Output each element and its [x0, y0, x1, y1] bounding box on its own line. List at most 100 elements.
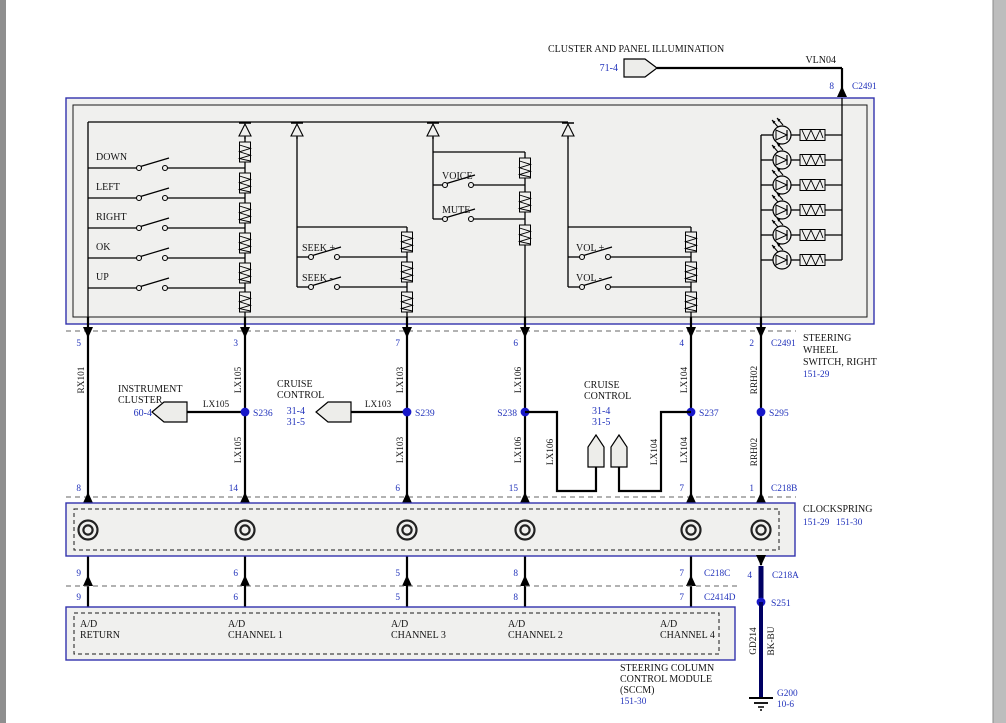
- wire-label: LX106: [546, 438, 556, 465]
- connector-c218b-row: 8 14 6 15 7 1 C218B: [66, 484, 797, 503]
- connector-c2491-top: C2491: [852, 82, 877, 92]
- component-label: WHEEL: [803, 345, 838, 356]
- wire-label: LX106: [514, 436, 524, 463]
- pin-number: 6: [233, 593, 238, 603]
- led-row: [761, 192, 842, 220]
- pin-number: 6: [233, 569, 238, 579]
- connector-label: C218A: [772, 571, 799, 581]
- connector-label: C2414D: [704, 593, 736, 603]
- connector-label: C218B: [771, 484, 797, 494]
- pin-number: 4: [747, 571, 752, 581]
- resistor-icon: [239, 172, 251, 194]
- switch-label: SEEK -: [302, 273, 333, 284]
- pin-number: 6: [513, 339, 518, 349]
- resistor-icon: [685, 291, 697, 313]
- splice-label: S251: [771, 598, 791, 609]
- pin-number: 7: [395, 339, 400, 349]
- wire-label: LX105: [234, 436, 244, 463]
- pin-number: 8: [76, 484, 81, 494]
- header-page-ref: 71-4: [600, 63, 618, 74]
- connector-label: C218C: [704, 569, 730, 579]
- resistor-icon: [799, 229, 826, 241]
- illumination-led-bank: [760, 98, 843, 317]
- ground-page-ref: 10-6: [777, 700, 794, 710]
- left-edge-strip: [0, 0, 6, 723]
- component-label: CLOCKSPRING: [803, 504, 872, 515]
- component-label: (SCCM): [620, 685, 654, 696]
- wire-label: LX103: [365, 400, 392, 410]
- wire-label: LX106: [514, 366, 524, 393]
- ref-label: CONTROL: [584, 391, 631, 402]
- pin-number: 1: [749, 484, 754, 494]
- connector-label: C2491: [771, 339, 796, 349]
- wire-label: LX104: [650, 438, 660, 465]
- scrollbar-track[interactable]: [993, 0, 1006, 723]
- resistor-icon: [401, 261, 413, 283]
- clockspring-outline: [65, 502, 796, 557]
- splice-label: S239: [415, 408, 435, 419]
- resistor-icon: [685, 231, 697, 253]
- pin-number: 15: [509, 484, 519, 494]
- wire-label: LX103: [396, 436, 406, 463]
- ground-leg: 4 C218A S251 GD214 BK-BU G200 10-6: [747, 555, 799, 711]
- resistor-icon: [239, 202, 251, 224]
- coil-icon: [750, 519, 772, 541]
- channel-label: A/D: [228, 619, 245, 630]
- ref-page: 31-4: [592, 406, 610, 417]
- ref-page: 60-4: [134, 408, 152, 419]
- resistor-icon: [685, 261, 697, 283]
- resistor-icon: [239, 262, 251, 284]
- coil-icon: [396, 519, 418, 541]
- switch-label: OK: [96, 242, 111, 253]
- component-label: SWITCH, RIGHT: [803, 357, 877, 368]
- channel-label: A/D: [391, 619, 408, 630]
- wire-label: RX101: [77, 366, 87, 393]
- wire-color-label: BK-BU: [767, 626, 777, 655]
- resistor-icon: [519, 224, 531, 246]
- resistor-icon: [799, 154, 826, 166]
- resistor-icon: [401, 291, 413, 313]
- wire-vln04-label: VLN04: [805, 55, 836, 66]
- splice-icon: [402, 407, 412, 417]
- switch-right: RIGHT: [88, 212, 245, 232]
- wire-label: LX105: [203, 400, 230, 410]
- ref-label: CRUISE: [277, 379, 313, 390]
- wire-label: LX104: [680, 366, 690, 393]
- pin-number: 8: [513, 593, 518, 603]
- pin-number: 5: [395, 569, 400, 579]
- switch-down: DOWN: [88, 152, 245, 172]
- pin-number: 14: [229, 484, 239, 494]
- pin-number: 3: [233, 339, 238, 349]
- resistor-icon: [799, 254, 826, 266]
- switch-label: VOICE: [442, 171, 473, 182]
- splice-label: S237: [699, 408, 719, 419]
- switch-seek-plus: SEEK +: [297, 243, 407, 261]
- splice-label: S236: [253, 408, 273, 419]
- ref-page: 31-5: [592, 417, 610, 428]
- pin-8: 8: [829, 82, 834, 92]
- resistor-icon: [401, 231, 413, 253]
- led-row: [761, 242, 842, 270]
- switch-label: UP: [96, 272, 109, 283]
- channel-label: CHANNEL 4: [660, 630, 715, 641]
- switch-label: RIGHT: [96, 212, 127, 223]
- splice-icon: [240, 407, 250, 417]
- switch-label: DOWN: [96, 152, 127, 163]
- switch-seek-minus: SEEK -: [297, 273, 407, 291]
- cruise-control-ref-right: S238 S237 LX106 LX104 CRUISE CONTROL 31-…: [497, 380, 719, 493]
- ref-label: CONTROL: [277, 390, 324, 401]
- ref-label: CRUISE: [584, 380, 620, 391]
- pin-number: 4: [679, 339, 684, 349]
- switch-label: MUTE: [442, 205, 470, 216]
- resistor-icon: [239, 232, 251, 254]
- component-page-ref: 151-29: [803, 518, 830, 528]
- s295-splice: S295: [756, 407, 789, 419]
- resistor-icon: [799, 179, 826, 191]
- splice-label: S295: [769, 408, 789, 419]
- wire-label: LX104: [680, 436, 690, 463]
- switch-voice: VOICE: [433, 171, 525, 189]
- channel-label: CHANNEL 1: [228, 630, 283, 641]
- component-label: CONTROL MODULE: [620, 674, 712, 685]
- wire-label: LX103: [396, 366, 406, 393]
